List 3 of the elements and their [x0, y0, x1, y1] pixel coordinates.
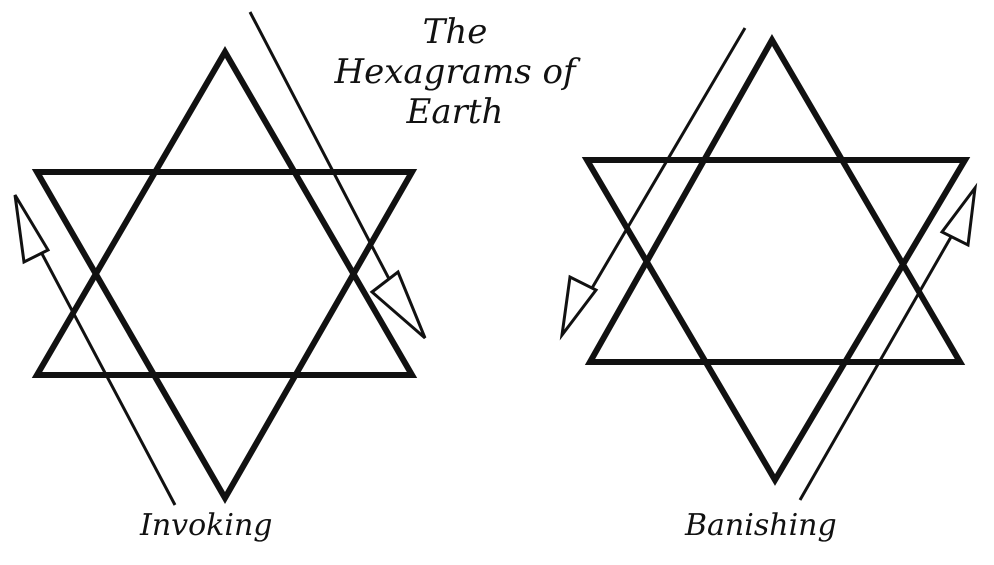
- caption-label: Invoking: [140, 508, 272, 543]
- title: The Hexagrams of Earth: [330, 12, 580, 132]
- caption-label: Banishing: [685, 508, 837, 543]
